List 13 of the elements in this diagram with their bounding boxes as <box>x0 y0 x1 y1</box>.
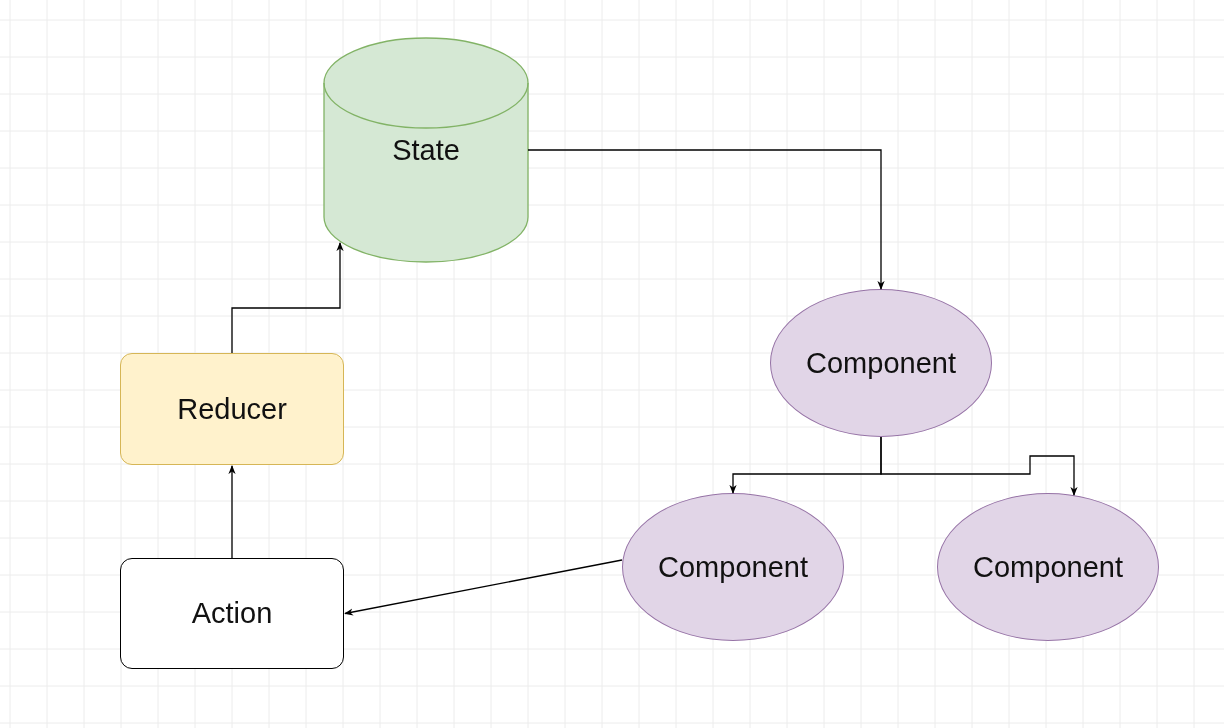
process-box <box>120 558 344 669</box>
node-label: Component <box>806 346 956 380</box>
arrow <box>527 149 885 290</box>
node-label: Component <box>658 550 808 584</box>
arrow <box>231 242 344 354</box>
arrow <box>228 465 236 559</box>
node-label: Action <box>191 597 273 630</box>
arrow <box>344 559 623 616</box>
node-label: State <box>392 133 460 166</box>
arrow <box>880 436 1078 496</box>
node-label: Reducer <box>177 392 287 426</box>
node-label: Component <box>973 550 1123 584</box>
process-box <box>120 353 344 465</box>
